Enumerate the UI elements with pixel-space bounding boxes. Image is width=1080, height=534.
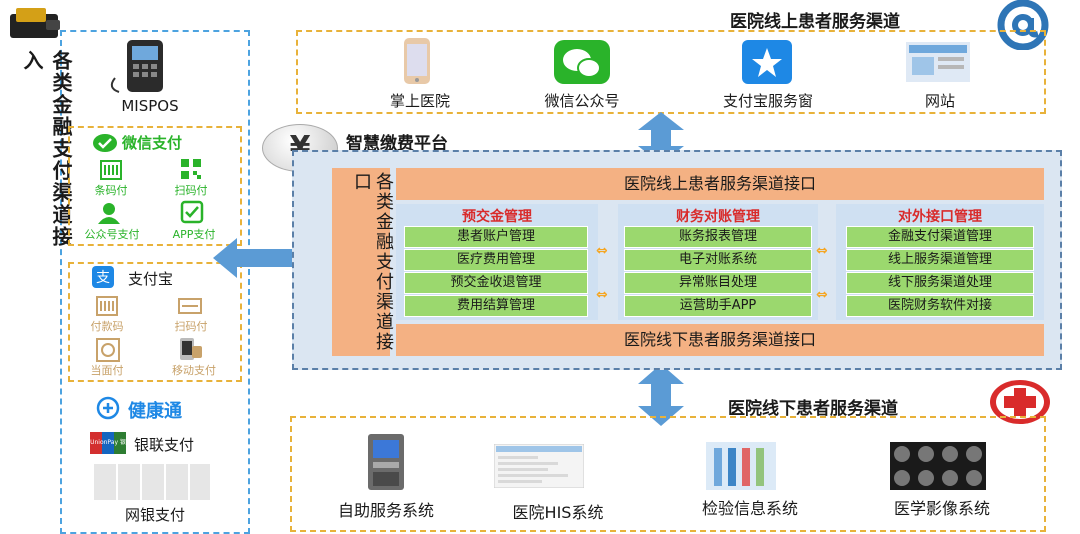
external-item-finance-software: 医院财务软件对接 [846,295,1034,317]
offline-item-his: 医院HIS系统 [512,503,604,522]
unionpay-icon: UnionPay 银联 [90,432,126,468]
deposit-header: 预交金管理 [462,209,532,225]
online-item-website: 网站 [924,92,955,110]
his-screenshot-icon [493,443,585,492]
alipay-icon: 支 [92,266,114,292]
alipay-item-face: 当面付 [90,364,124,377]
svg-text:支: 支 [96,270,110,286]
offline-channel-title: 医院线下患者服务渠道 [728,399,898,419]
external-header: 对外接口管理 [898,209,982,225]
app-pay-icon [180,200,204,228]
qrcode-scan-icon [180,158,202,184]
arrow-deposit-finance-2: ⇔ [596,287,608,303]
netbank-label: 网银支付 [124,506,185,524]
alipay-box [68,262,242,382]
red-cross-icon [988,378,1052,430]
mispos-label: MISPOS [121,97,179,115]
mobile-pay-icon [176,336,204,366]
arrow-finance-external-1: ⇔ [816,243,828,259]
external-item-offline: 线下服务渠道处理 [846,272,1034,294]
financial-interface-label: 各类金融支付渠道接口 [351,172,394,352]
online-channel-box [296,30,1046,114]
alipay-item-paycode: 付款码 [90,320,124,333]
external-item-online: 线上服务渠道管理 [846,249,1034,271]
bank-logos-grid [94,464,210,500]
online-item-mobile-hospital: 掌上医院 [389,92,450,110]
offline-item-lab: 检验信息系统 [701,499,798,518]
finance-item-reconcile: 电子对账系统 [624,249,812,271]
online-interface-bar: 医院线上患者服务渠道接口 [396,168,1044,200]
deposit-item-refund: 预交金收退管理 [404,272,588,294]
finance-header: 财务对账管理 [676,209,760,225]
alipay-window-icon [742,40,792,88]
finance-item-app: 运营助手APP [624,295,812,317]
scan-pay-icon [178,296,202,320]
face-to-face-icon [96,338,120,366]
health-pass-label: 健康通 [128,401,182,422]
unionpay-label: 银联支付 [134,436,195,454]
alipay-item-mobile: 移动支付 [172,364,216,377]
online-item-alipay-window: 支付宝服务窗 [722,92,813,110]
financial-interface-side [332,168,390,356]
deposit-item-account: 患者账户管理 [404,226,588,248]
wechat-item-barcode: 条码付 [94,184,128,197]
platform-title: 智慧缴费平台 [346,134,448,154]
health-pass-icon [96,396,120,424]
lab-tubes-icon [706,442,776,494]
barcode-pay-icon [100,160,122,184]
alipay-title: 支付宝 [128,270,174,288]
wechat-item-scan: 扫码付 [174,184,208,197]
arrow-finance-external-2: ⇔ [816,287,828,303]
external-item-financial: 金融支付渠道管理 [846,226,1034,248]
left-right-arrow [213,236,323,284]
official-account-icon [96,202,122,228]
wechat-icon [92,133,118,153]
offline-channel-box [290,416,1046,532]
alipay-item-scan: 扫码付 [174,320,208,333]
online-item-wechat-official: 微信公众号 [544,92,620,110]
medical-imaging-icon [890,442,986,494]
finance-item-exception: 异常账目处理 [624,272,812,294]
wallet-icon [6,6,66,40]
offline-vertical-arrow [636,364,686,430]
kiosk-icon [364,432,408,496]
deposit-item-medical-fee: 医疗费用管理 [404,249,588,271]
wechat-item-official-account: 公众号支付 [84,228,140,241]
finance-item-report: 账务报表管理 [624,226,812,248]
mobile-hospital-icon [402,36,432,90]
online-channel-title: 医院线上患者服务渠道 [730,12,900,32]
website-icon [906,42,970,86]
wechat-item-app: APP支付 [172,228,216,241]
offline-item-imaging: 医学影像系统 [893,499,990,518]
offline-interface-bar: 医院线下患者服务渠道接口 [396,324,1044,356]
wechat-pay-title: 微信支付 [122,134,183,152]
pay-code-icon [96,296,118,320]
pos-terminal-icon [105,38,185,96]
deposit-item-settlement: 费用结算管理 [404,295,588,317]
arrow-deposit-finance-1: ⇔ [596,243,608,259]
wechat-official-icon [554,40,610,88]
offline-item-kiosk: 自助服务系统 [337,501,434,520]
wechat-pay-box [68,126,242,246]
